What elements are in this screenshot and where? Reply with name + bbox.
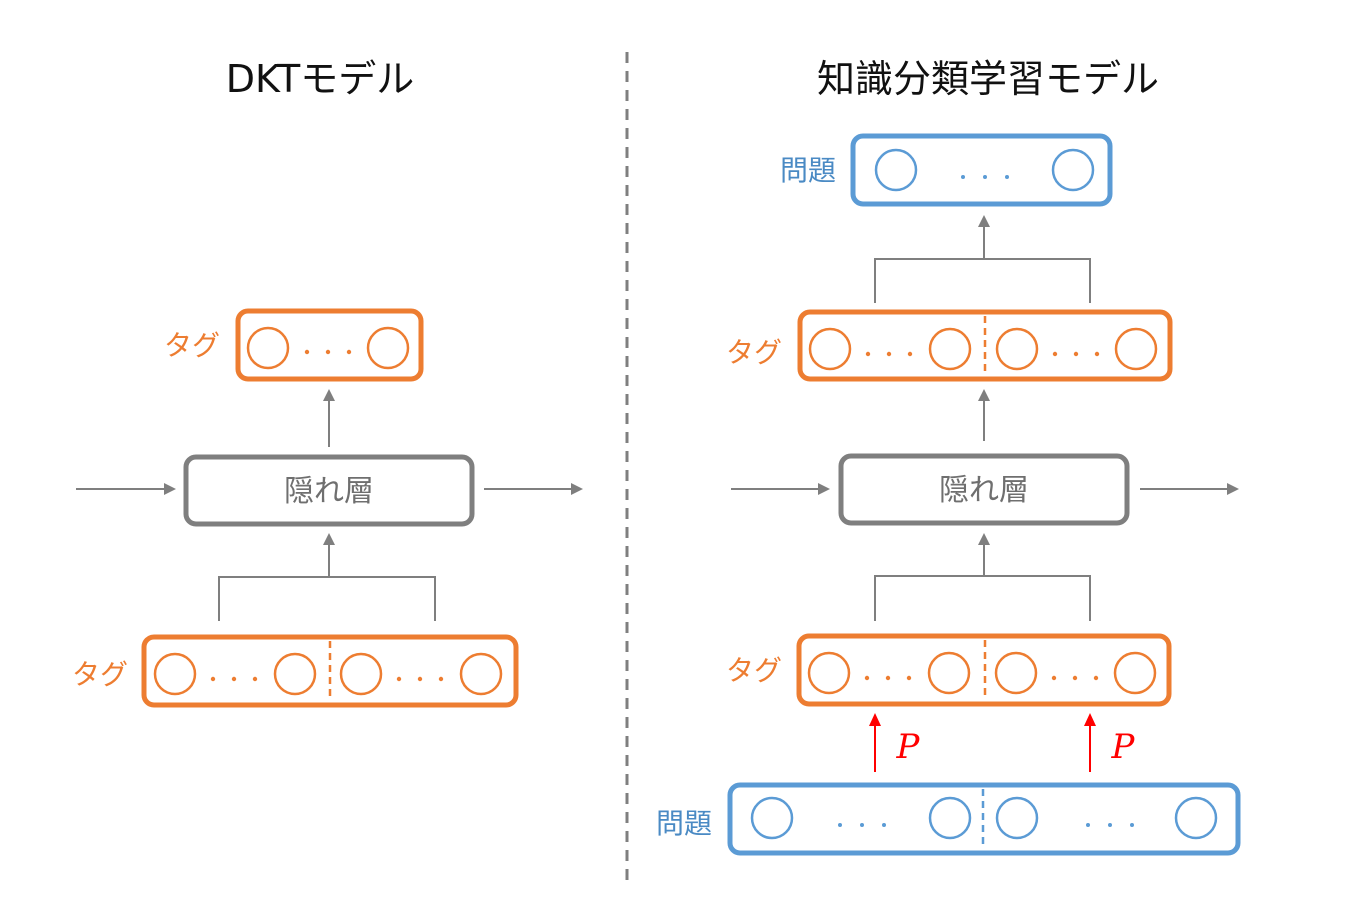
left-bottom-tag-node-2 — [273, 652, 317, 696]
right-bottom-problem-dot-3 — [882, 823, 886, 827]
right-bottom-tag-node-2 — [927, 651, 971, 695]
left-hidden-layer-box — [183, 454, 475, 527]
right-top-tag-dot-3 — [907, 351, 913, 357]
right-top-problem-dot-3 — [1005, 175, 1009, 179]
right-top-tag-dot-2 — [886, 351, 892, 357]
right-bottom-tag-node-1 — [807, 651, 851, 695]
right-bottom-problem-label: 問題 — [656, 807, 712, 840]
right-bottom-problem-node-1 — [750, 796, 794, 840]
right-top-tag-node-2 — [928, 327, 972, 371]
right-top-tag-dot-1 — [865, 351, 871, 357]
right-bottom-tag-node-3 — [994, 651, 1038, 695]
right-probability-label-right: P — [1111, 727, 1136, 767]
left-bottom-tag-label: タグ — [72, 658, 128, 691]
right-top-tag-box — [797, 309, 1173, 382]
right-bottom-tag-dot-3 — [906, 675, 912, 681]
left-top-tag-dot-1 — [304, 349, 310, 355]
right-arrow-tag-to-problem-head — [978, 215, 990, 227]
right-bottom-bracket — [874, 575, 1091, 621]
left-bottom-tag-dot-4 — [396, 676, 402, 682]
right-title: 知識分類学習モデル — [817, 57, 1159, 101]
left-bottom-tag-node-4 — [459, 652, 503, 696]
left-arrow-hidden-to-tag-head — [323, 389, 335, 401]
right-top-problem-box — [850, 133, 1113, 207]
left-top-tag-box — [235, 308, 424, 382]
right-incoming-state-arrow-head — [818, 483, 830, 495]
right-bottom-tag-dot-5 — [1072, 675, 1078, 681]
right-top-tag-node-1 — [808, 327, 852, 371]
right-arrow-hidden-to-tag-head — [978, 389, 990, 401]
right-top-bracket — [874, 258, 1091, 303]
left-bottom-tag-box — [141, 634, 519, 708]
left-top-tag-node-2 — [366, 326, 410, 370]
right-probability-arrow-left-head — [869, 713, 881, 726]
right-bottom-problem-dot-6 — [1130, 823, 1134, 827]
right-top-tag-node-3 — [995, 327, 1039, 371]
right-bottom-tag-node-4 — [1113, 651, 1157, 695]
right-top-tag-dot-6 — [1094, 351, 1100, 357]
right-top-problem-label: 問題 — [780, 154, 836, 187]
right-top-problem-dot-2 — [983, 175, 987, 179]
right-bottom-problem-node-3 — [995, 796, 1039, 840]
left-bottom-tag-dot-2 — [231, 676, 237, 682]
left-arrow-tag-to-hidden-head — [323, 533, 335, 545]
left-title: DKTモデル — [226, 57, 414, 101]
left-bottom-bracket — [218, 576, 436, 621]
left-bottom-tag-node-3 — [339, 652, 383, 696]
left-top-tag-dot-3 — [346, 349, 352, 355]
right-bottom-problem-node-2 — [928, 796, 972, 840]
right-bottom-problem-box — [727, 782, 1241, 856]
left-bottom-tag-dot-6 — [438, 676, 444, 682]
right-bottom-tag-box — [796, 633, 1172, 707]
left-top-tag-node-1 — [246, 326, 290, 370]
right-bottom-tag-label: タグ — [726, 654, 782, 687]
right-bottom-problem-dot-1 — [838, 823, 842, 827]
right-bottom-tag-dot-1 — [864, 675, 870, 681]
right-bottom-problem-dot-5 — [1108, 823, 1112, 827]
right-top-tag-dot-5 — [1073, 351, 1079, 357]
right-top-tag-dot-4 — [1052, 351, 1058, 357]
right-bottom-problem-node-4 — [1174, 796, 1218, 840]
right-hidden-layer-label: 隠れ層 — [939, 473, 1029, 508]
right-arrow-tag-to-hidden-head — [978, 533, 990, 545]
left-hidden-layer-label: 隠れ層 — [284, 474, 374, 509]
right-top-tag-node-4 — [1114, 327, 1158, 371]
left-incoming-state-arrow-head — [164, 483, 176, 495]
right-top-problem-node-1 — [874, 148, 918, 192]
right-bottom-tag-dot-4 — [1051, 675, 1057, 681]
left-top-tag-dot-2 — [325, 349, 331, 355]
right-probability-arrow-right-head — [1084, 713, 1096, 726]
right-probability-label-left: P — [896, 727, 921, 767]
left-bottom-tag-dot-1 — [210, 676, 216, 682]
right-hidden-layer-box — [838, 453, 1130, 526]
right-top-problem-dot-1 — [961, 175, 965, 179]
right-bottom-problem-dot-2 — [860, 823, 864, 827]
left-bottom-tag-dot-3 — [252, 676, 258, 682]
right-outgoing-state-arrow-head — [1227, 483, 1239, 495]
right-bottom-problem-dot-4 — [1086, 823, 1090, 827]
right-top-tag-label: タグ — [726, 336, 782, 369]
left-bottom-tag-node-1 — [153, 652, 197, 696]
right-bottom-tag-dot-2 — [885, 675, 891, 681]
right-top-problem-node-2 — [1051, 148, 1095, 192]
left-top-tag-label: タグ — [164, 329, 220, 362]
left-bottom-tag-dot-5 — [417, 676, 423, 682]
left-outgoing-state-arrow-head — [571, 483, 583, 495]
right-bottom-tag-dot-6 — [1093, 675, 1099, 681]
